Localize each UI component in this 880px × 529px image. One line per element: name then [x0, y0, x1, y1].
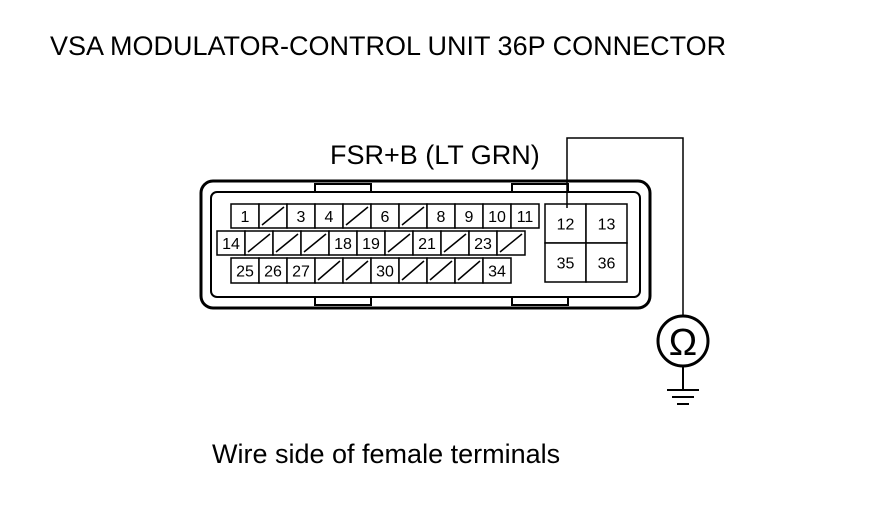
terminal-row-1: 1 3 4 6 8 9 10 11: [230, 203, 540, 229]
terminal-empty: [440, 230, 470, 256]
blank-terminal-slash: [247, 233, 271, 253]
terminal-36: 36: [585, 242, 628, 283]
blank-terminal-slash: [457, 260, 481, 281]
terminal-number: 34: [488, 263, 506, 280]
terminal-8: 8: [426, 203, 456, 229]
blank-terminal-slash: [443, 233, 467, 253]
terminal-number: 8: [437, 209, 446, 226]
terminal-21: 21: [412, 230, 442, 256]
terminal-empty: [342, 257, 372, 284]
bottom-tab-left: [314, 296, 372, 306]
connector-outer-housing: [199, 179, 652, 310]
terminal-9: 9: [454, 203, 484, 229]
terminal-number: 14: [222, 236, 240, 253]
terminal-empty: [300, 230, 330, 256]
terminal-14: 14: [216, 230, 246, 256]
terminal-empty: [272, 230, 302, 256]
terminal-25: 25: [230, 257, 260, 284]
terminal-number: 30: [376, 263, 394, 280]
terminal-empty: [314, 257, 344, 284]
terminal-empty: [258, 203, 288, 229]
terminal-23: 23: [468, 230, 498, 256]
terminal-4: 4: [314, 203, 344, 229]
terminal-number: 3: [297, 209, 306, 226]
terminal-number: 11: [517, 209, 534, 226]
terminal-30: 30: [370, 257, 400, 284]
caption: Wire side of female terminals: [212, 439, 560, 469]
blank-terminal-slash: [499, 233, 523, 253]
terminal-empty: [496, 230, 526, 256]
blank-terminal-slash: [303, 233, 327, 253]
test-lead-wire: [566, 137, 684, 316]
terminal-35: 35: [544, 242, 587, 283]
blank-terminal-slash: [429, 260, 453, 281]
terminal-number: 21: [418, 236, 436, 253]
terminal-11: 11: [510, 203, 540, 229]
terminal-number: 26: [264, 263, 282, 280]
terminal-number: 25: [236, 263, 254, 280]
blank-terminal-slash: [261, 206, 285, 226]
terminal-number: 35: [557, 256, 575, 273]
terminal-number: 27: [292, 263, 310, 280]
terminal-number: 9: [465, 209, 474, 226]
terminal-12: 12: [544, 203, 587, 244]
terminal-34: 34: [482, 257, 512, 284]
terminal-13: 13: [585, 203, 628, 244]
terminal-27: 27: [286, 257, 316, 284]
blank-terminal-slash: [401, 260, 425, 281]
ohmmeter-icon: Ω: [656, 314, 710, 368]
terminal-number: 12: [557, 217, 575, 234]
terminal-number: 19: [362, 236, 380, 253]
terminal-26: 26: [258, 257, 288, 284]
terminal-19: 19: [356, 230, 386, 256]
terminal-number: 6: [381, 209, 390, 226]
terminal-empty: [398, 257, 428, 284]
terminal-empty: [384, 230, 414, 256]
terminal-3: 3: [286, 203, 316, 229]
terminal-number: 13: [598, 217, 616, 234]
terminal-number: 18: [334, 236, 352, 253]
terminal-number: 10: [488, 209, 506, 226]
blank-terminal-slash: [317, 260, 341, 281]
diagram-title: VSA MODULATOR-CONTROL UNIT 36P CONNECTOR: [50, 31, 726, 61]
terminal-block-large: 12 13 35 36: [544, 203, 628, 283]
terminal-empty: [342, 203, 372, 229]
terminal-row-3: 25 26 27 30 34: [230, 257, 512, 284]
terminal-row-2: 14 18 19 21 23: [216, 230, 526, 256]
top-tab-right: [511, 183, 569, 193]
bottom-tab-right: [511, 296, 569, 306]
terminal-10: 10: [482, 203, 512, 229]
blank-terminal-slash: [345, 206, 369, 226]
terminal-number: 36: [598, 256, 616, 273]
terminal-1: 1: [230, 203, 260, 229]
terminal-empty: [454, 257, 484, 284]
terminal-18: 18: [328, 230, 358, 256]
blank-terminal-slash: [345, 260, 369, 281]
terminal-number: 23: [474, 236, 492, 253]
terminal-number: 4: [325, 209, 334, 226]
top-tab-left: [314, 183, 372, 193]
blank-terminal-slash: [387, 233, 411, 253]
terminal-empty: [244, 230, 274, 256]
terminal-6: 6: [370, 203, 400, 229]
ground-icon: [667, 366, 699, 405]
terminal-empty: [398, 203, 428, 229]
terminal-empty: [426, 257, 456, 284]
wire-label: FSR+B (LT GRN): [330, 140, 540, 170]
blank-terminal-slash: [401, 206, 425, 226]
terminal-number: 1: [241, 209, 250, 226]
ohm-symbol: Ω: [669, 322, 697, 364]
blank-terminal-slash: [275, 233, 299, 253]
connector-inner-housing: [210, 191, 641, 298]
